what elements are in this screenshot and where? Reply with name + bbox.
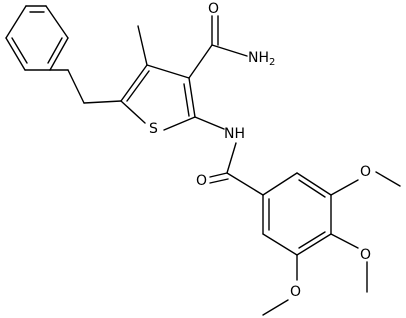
bond xyxy=(296,172,332,196)
bond-double-inner xyxy=(298,231,326,249)
atom-o-methoxy-middle: O xyxy=(360,247,371,263)
atom-o-methoxy-top: O xyxy=(360,164,371,180)
bond-c3-carbonyl xyxy=(188,44,213,79)
atom-o-amide: O xyxy=(208,1,219,17)
bond xyxy=(262,172,298,196)
bond xyxy=(49,37,69,71)
bond xyxy=(146,64,190,79)
bond-double-inner xyxy=(126,70,150,102)
bond xyxy=(120,100,146,124)
bond-co-double xyxy=(209,172,228,178)
bond xyxy=(262,233,298,256)
atom-o-benzamide: O xyxy=(196,173,207,189)
bond-carbonyl-ring xyxy=(226,172,264,196)
bond-methyl xyxy=(137,25,148,66)
bond xyxy=(296,233,332,256)
bond xyxy=(45,5,69,39)
bond-c2-nh xyxy=(194,116,225,130)
bond-benzyl-ch2 xyxy=(67,69,85,104)
atom-nh-linker: NH xyxy=(224,126,245,142)
bond-c-nh2 xyxy=(211,44,248,57)
bond-double-inner xyxy=(47,37,63,64)
bond-double-inner xyxy=(298,179,326,198)
thiophene-ring xyxy=(120,64,196,131)
bond xyxy=(5,5,27,39)
bond-nh-carbonyl xyxy=(226,142,237,174)
phenyl-ring xyxy=(5,5,69,71)
bond xyxy=(163,116,196,131)
atom-o-methoxy-bottom: O xyxy=(290,284,301,300)
bond-double-inner xyxy=(11,37,28,64)
bond-double-inner xyxy=(183,83,190,117)
atom-nh2-amide: NH2 xyxy=(248,50,275,68)
bond-ome-methyl-bottom xyxy=(262,299,289,316)
bond-ring-ome-middle xyxy=(330,233,359,249)
bond xyxy=(188,77,196,118)
bond-ch2-thiophene xyxy=(83,100,122,104)
bond-ome-methyl-top xyxy=(375,171,401,187)
bond-ring-ome-top xyxy=(330,179,359,196)
trimethoxyphenyl-ring xyxy=(262,172,332,256)
bond xyxy=(5,37,26,71)
bond-co-double xyxy=(209,178,229,184)
atom-s-thiophene: S xyxy=(149,121,158,137)
bond xyxy=(120,64,148,102)
